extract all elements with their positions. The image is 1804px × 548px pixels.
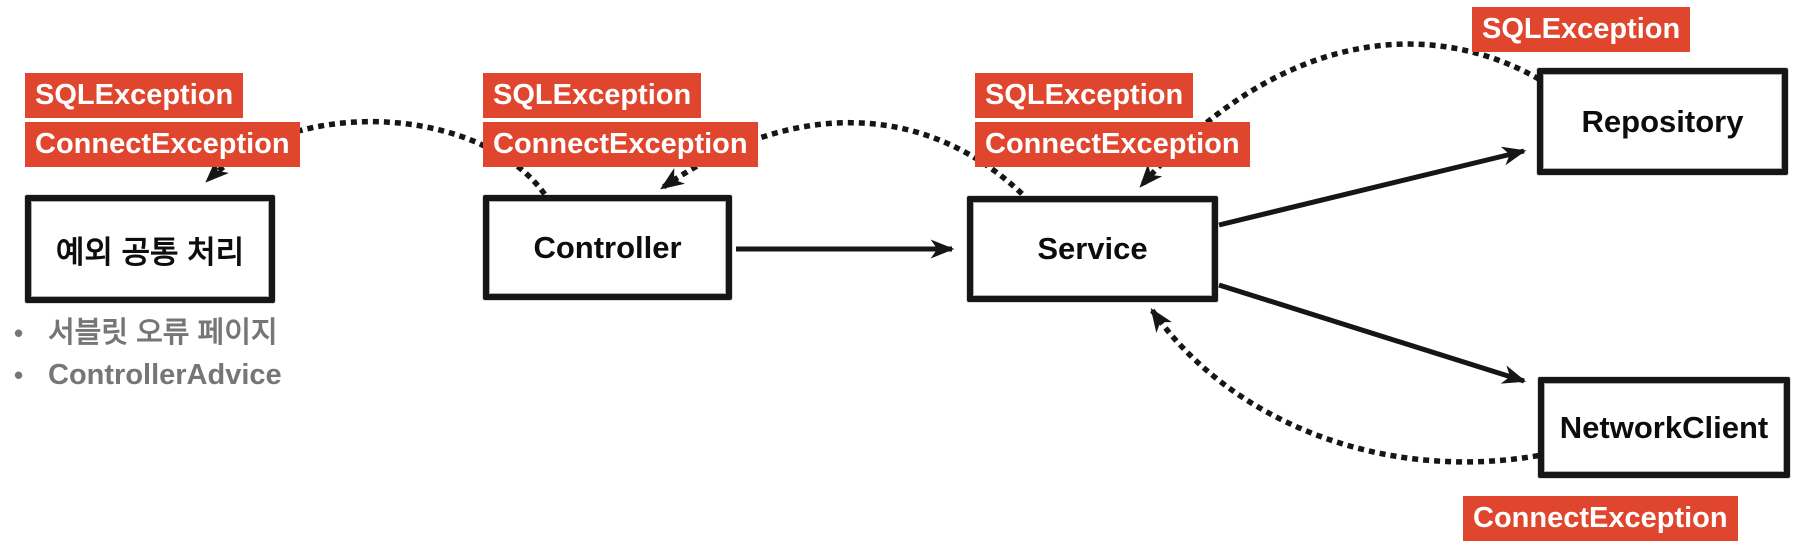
- note-controller-advice: • ControllerAdvice: [14, 354, 282, 396]
- exception-label-repository-sqlexception: SQLException: [1472, 7, 1691, 52]
- node-controller: Controller: [483, 195, 732, 300]
- bullet-icon: •: [14, 318, 24, 348]
- exception-label-network-client-connectexception: ConnectException: [1463, 496, 1738, 541]
- node-network-client-label: NetworkClient: [1559, 409, 1769, 445]
- handler-notes: • 서블릿 오류 페이지 • ControllerAdvice: [14, 312, 282, 396]
- node-service-label: Service: [1037, 231, 1148, 266]
- node-service: Service: [967, 196, 1218, 302]
- node-controller-label: Controller: [533, 229, 682, 265]
- note-servlet-error-page: • 서블릿 오류 페이지: [14, 312, 282, 354]
- note-controller-advice-text: ControllerAdvice: [48, 359, 282, 391]
- bullet-icon: •: [14, 360, 24, 390]
- node-network-client: NetworkClient: [1538, 377, 1790, 478]
- exception-label-service-connectexception: ConnectException: [975, 122, 1250, 167]
- exception-label-service-sqlexception: SQLException: [975, 73, 1194, 118]
- node-repository-label: Repository: [1581, 103, 1744, 139]
- exception-label-handler-sqlexception: SQLException: [25, 73, 244, 118]
- exception-arrow-network-client-to-service: [1148, 306, 1540, 465]
- node-exception-common-handler-label: 예외 공통 처리: [55, 234, 245, 270]
- node-repository: Repository: [1537, 68, 1788, 175]
- exception-label-controller-sqlexception: SQLException: [483, 73, 702, 118]
- arrow-service-to-repository: [1218, 146, 1527, 228]
- note-servlet-error-page-text: 서블릿 오류 페이지: [48, 317, 278, 349]
- arrow-service-to-network-client: [1218, 282, 1527, 384]
- node-exception-common-handler: 예외 공통 처리: [25, 195, 275, 303]
- exception-label-controller-connectexception: ConnectException: [483, 122, 758, 167]
- exception-label-handler-connectexception: ConnectException: [25, 122, 300, 167]
